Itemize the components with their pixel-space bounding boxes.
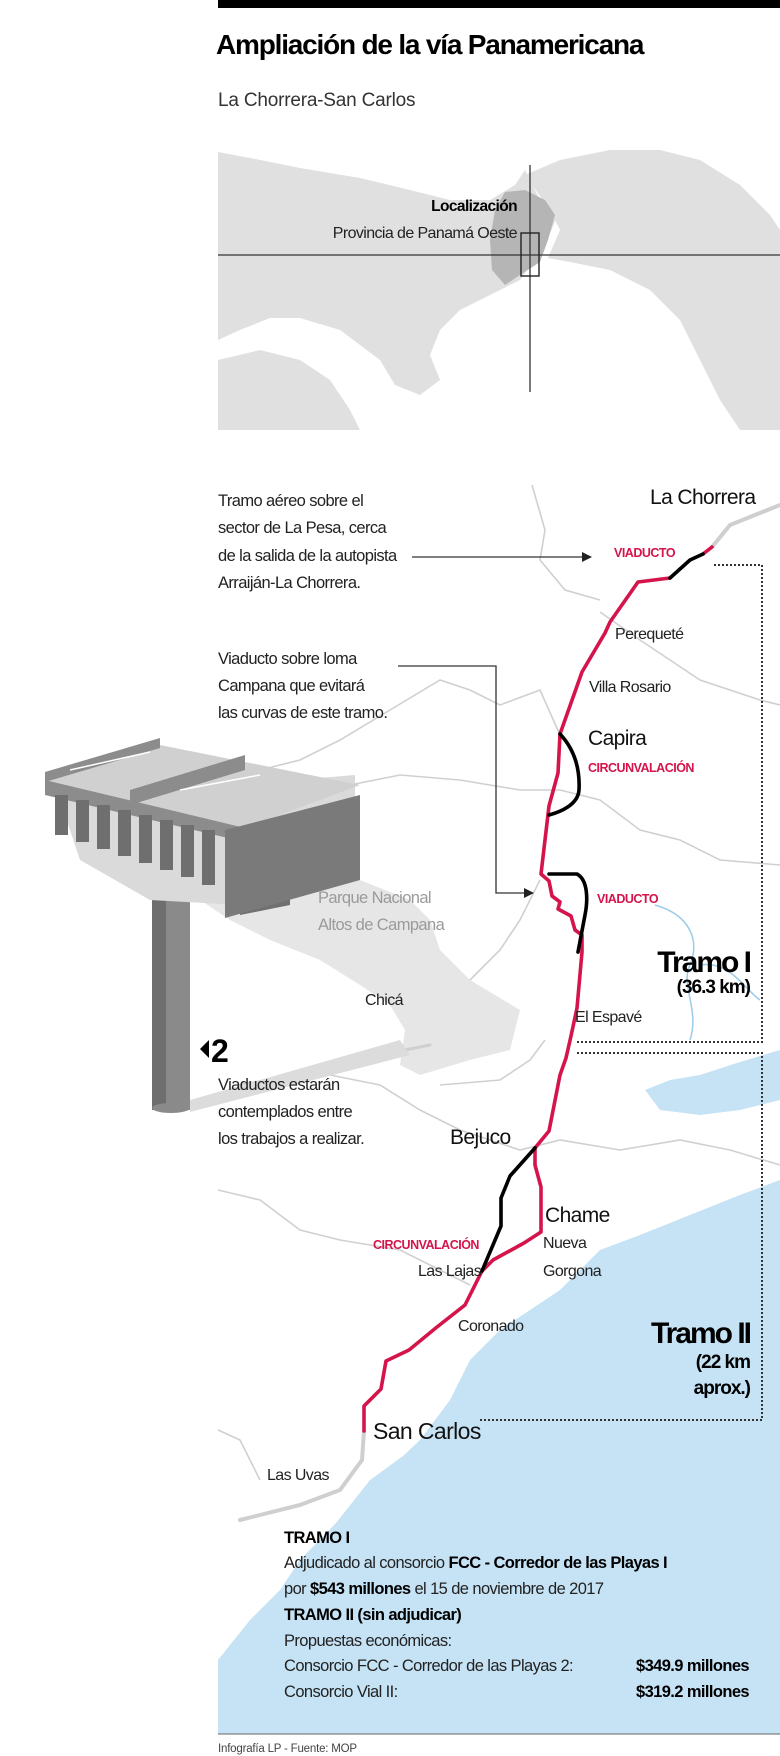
inset-land-south: [218, 350, 360, 430]
label-capira: Capira: [588, 727, 647, 750]
annotation-line: de la salida de la autopista: [218, 547, 398, 565]
page-title: Ampliación de la vía Panamericana: [216, 29, 645, 60]
proposals-label: Propuestas económicas:: [284, 1632, 451, 1650]
annotation-la-pesa: Tramo aéreo sobre el sector de La Pesa, …: [218, 492, 399, 592]
inset-map: Localización Provincia de Panamá Oeste: [218, 150, 780, 430]
label-parque-line1: Parque Nacional: [318, 889, 431, 907]
marker-viaducto-1: VIADUCTO: [614, 546, 676, 560]
annotation-line: Arraiján-La Chorrera.: [218, 574, 360, 592]
top-rule: [218, 0, 780, 8]
boundary-line: [217, 1189, 471, 1286]
label-san-carlos: San Carlos: [373, 1418, 481, 1444]
proposal-amount: $349.9 millones: [636, 1657, 749, 1675]
inset-locator-box: [520, 232, 540, 277]
label-coronado: Coronado: [458, 1318, 524, 1335]
label-parque-line2: Altos de Campana: [318, 916, 446, 934]
arrow-icon: [582, 552, 592, 562]
label-nueva-gorgona-1: Nueva: [543, 1235, 587, 1252]
tramo-1-length: (36.3 km): [677, 977, 751, 998]
boundary-line: [217, 484, 780, 786]
marker-circunvalacion-1: CIRCUNVALACIÓN: [588, 760, 694, 775]
tramo-2-name: Tramo II: [651, 1317, 751, 1350]
tramo-2-length-2: aprox.): [694, 1378, 751, 1399]
sea: [218, 1180, 780, 1734]
proposal-bidder: Consorcio FCC - Corredor de las Playas 2…: [284, 1657, 573, 1675]
marker-circunvalacion-2: CIRCUNVALACIÓN: [373, 1237, 479, 1252]
annotation-line: contemplados entre: [218, 1103, 353, 1121]
annotation-campana: Viaducto sobre loma Campana que evitará …: [218, 650, 388, 722]
label-villa-rosario: Villa Rosario: [589, 679, 671, 696]
marker-viaducto-2: VIADUCTO: [597, 892, 659, 906]
river: [654, 904, 761, 1041]
arrow-icon: [524, 888, 534, 898]
tramo-1-bracket: [577, 564, 763, 1043]
inset-land-east: [525, 150, 780, 430]
inset-heading: Localización: [431, 198, 517, 215]
annotation-line: Tramo aéreo sobre el: [218, 492, 363, 510]
annotation-line: sector de La Pesa, cerca: [218, 519, 388, 537]
tramo-1-name: Tramo I: [657, 946, 750, 979]
info-block: TRAMO I Adjudicado al consorcio FCC - Co…: [284, 1529, 750, 1701]
boundary-line: [289, 774, 780, 866]
page-subtitle: La Chorrera-San Carlos: [218, 90, 415, 111]
tramo-1-heading: TRAMO I: [284, 1529, 349, 1547]
label-la-chorrera: La Chorrera: [650, 486, 756, 509]
viaductos-count: 2: [211, 1033, 228, 1069]
annotation-line: Viaductos estarán: [218, 1076, 340, 1094]
tramo-1-line-2: por $543 millones el 15 de noviembre de …: [284, 1580, 604, 1598]
footer-credit: Infografía LP - Fuente: MOP: [218, 1743, 357, 1755]
bridge-shadow: [190, 1040, 410, 1112]
annotation-line: Viaducto sobre loma: [218, 650, 358, 668]
tramo-1-line-1: Adjudicado al consorcio FCC - Corredor d…: [284, 1554, 667, 1572]
annotation-line: las curvas de este tramo.: [218, 704, 387, 722]
annotation-viaductos: 2 Viaductos estarán contemplados entre l…: [200, 1033, 365, 1148]
proposal-bidder: Consorcio Vial II:: [284, 1683, 398, 1701]
boundary-line: [439, 879, 546, 1086]
route-new-red: [362, 545, 714, 1433]
label-nueva-gorgona-2: Gorgona: [543, 1263, 602, 1280]
route-existing-black: [480, 552, 705, 1273]
annotation-line: los trabajos a realizar.: [218, 1130, 364, 1148]
triangle-left-icon: [200, 1040, 209, 1058]
inset-subheading: Provincia de Panamá Oeste: [333, 225, 518, 242]
inset-land-west: [218, 152, 560, 395]
label-chame: Chame: [545, 1204, 610, 1227]
tramo-2-bracket: [480, 1052, 763, 1421]
label-perequete: Perequeté: [615, 626, 684, 643]
label-las-uvas: Las Uvas: [267, 1467, 329, 1484]
label-el-espave: El Espavé: [575, 1009, 642, 1026]
park-area: [190, 860, 520, 1075]
bridge-illustration: [45, 738, 410, 1113]
annotation-line: Campana que evitará: [218, 677, 366, 695]
proposal-amount: $319.2 millones: [636, 1683, 749, 1701]
leader-campana: [398, 665, 526, 894]
tramo-2-length-1: (22 km: [696, 1352, 750, 1373]
boundary-line: [217, 1429, 261, 1481]
bay: [645, 1050, 780, 1115]
label-bejuco: Bejuco: [450, 1126, 511, 1149]
label-chica: Chicá: [365, 992, 404, 1009]
label-las-lajas: Las Lajas: [418, 1263, 482, 1280]
tramo-2-heading: TRAMO II (sin adjudicar): [284, 1606, 461, 1624]
boundary-line: [329, 1074, 780, 1166]
existing-road: [238, 503, 780, 1522]
